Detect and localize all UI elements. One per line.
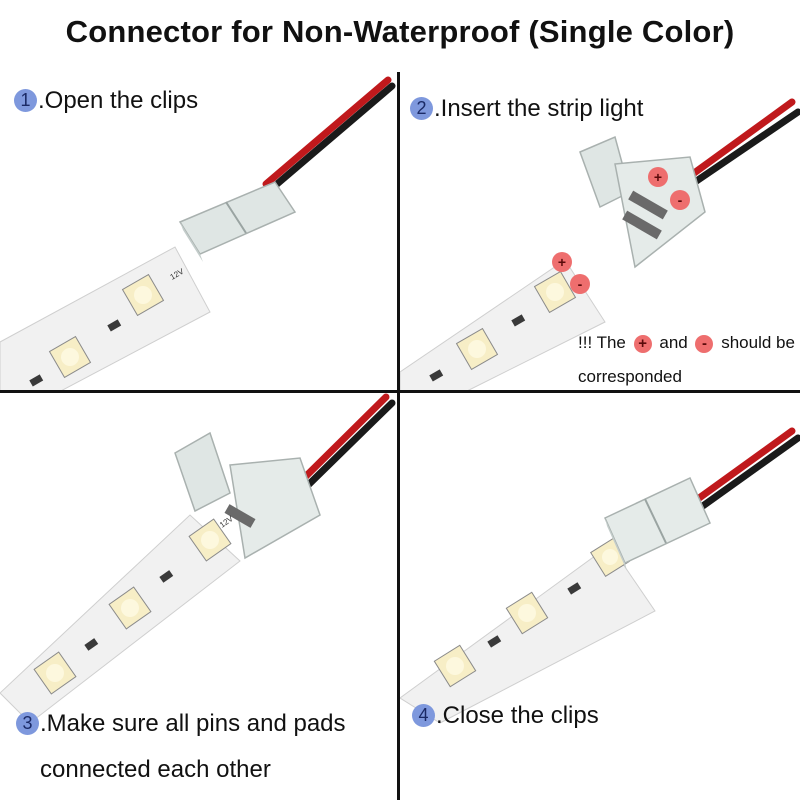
panel-step-3: 12V 3 .Make sure all pins and pads conne… — [0, 393, 396, 800]
note-suffix: should be corresponded — [578, 333, 795, 386]
wire-pair — [262, 76, 396, 194]
step-4-label: 4 .Close the clips — [412, 701, 599, 731]
clip-connector-half-open — [174, 431, 321, 560]
note-middle: and — [659, 333, 688, 352]
step-2-number: 2 — [410, 97, 433, 120]
clip-connector-closed — [604, 476, 711, 571]
minus-badge: - — [695, 334, 714, 353]
clip-connector-open — [579, 135, 706, 269]
connector-minus-mark: - — [678, 192, 683, 208]
polarity-note: !!! The + and - should be corresponded — [578, 326, 800, 394]
pad-plus-mark: + — [558, 254, 566, 270]
connector-polarity-badges: + - — [648, 167, 690, 210]
step-1-number: 1 — [14, 89, 37, 112]
step-4-number: 4 — [412, 704, 435, 727]
led-strip: + - — [400, 252, 606, 390]
step-2-label: 2 .Insert the strip light — [410, 94, 643, 124]
pad-minus-mark: - — [578, 276, 583, 292]
connector-insert-illustration: + - + - — [400, 98, 800, 390]
step-4-text: .Close the clips — [436, 702, 599, 729]
step-2-text: .Insert the strip light — [434, 95, 644, 122]
connector-plus-mark: + — [654, 169, 662, 185]
panel-step-1: 12V 1 .Open the clips — [0, 72, 396, 390]
note-prefix: !!! The — [578, 333, 626, 352]
panel-step-2: + - + - 2 .Insert the strip light — [400, 72, 800, 390]
wire-pair — [291, 393, 396, 497]
led-strip: 12V — [0, 246, 211, 390]
led-strip — [400, 537, 656, 724]
clip-connector — [178, 181, 297, 262]
connector-closed-illustration — [400, 427, 800, 724]
plus-badge: + — [633, 334, 652, 353]
divider-vertical — [397, 72, 400, 800]
led-strip: 12V — [0, 514, 241, 724]
page-title: Connector for Non-Waterproof (Single Col… — [65, 14, 735, 49]
wire-pair — [691, 427, 800, 512]
step-1-text: .Open the clips — [38, 87, 199, 114]
wire-pair — [686, 98, 800, 186]
connector-pins-illustration: 12V — [0, 393, 396, 724]
step-3-label: 3 .Make sure all pins and pads connected… — [16, 709, 346, 793]
step-3-text: .Make sure all pins and pads connected e… — [40, 710, 346, 783]
step-1-label: 1 .Open the clips — [14, 86, 198, 116]
divider-horizontal — [0, 390, 800, 393]
step-3-number: 3 — [16, 712, 39, 735]
connector-open-illustration: 12V — [0, 76, 396, 390]
panel-step-4: 4 .Close the clips — [400, 393, 800, 800]
